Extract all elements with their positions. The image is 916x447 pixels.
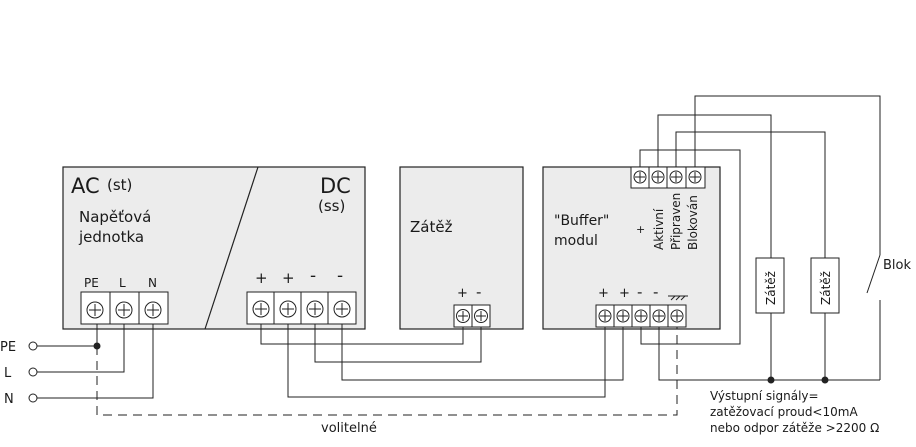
mains-label-l: L: [4, 366, 12, 381]
note-line3: nebo odpor zátěže >2200 Ω: [710, 421, 879, 435]
screw-terminal-icon: [115, 301, 133, 319]
ac-dc-divider: [204, 166, 259, 330]
screw-terminal-icon: [670, 309, 684, 323]
screw-terminal-icon: [598, 309, 612, 323]
buffer-plus-mark: +: [636, 223, 645, 236]
optional-label: volitelné: [321, 421, 377, 436]
psu-input-label-pe: PE: [84, 276, 99, 290]
note-line2: zatěžovací proud<10mA: [710, 405, 858, 419]
screw-terminal-icon: [652, 309, 666, 323]
screw-terminal-icon: [86, 301, 104, 319]
ac-label: AC: [71, 174, 100, 198]
buffer-terminal-label-1: +: [598, 286, 609, 301]
load-unit: Zátěž + -: [399, 166, 524, 330]
psu-output-label-1: +: [255, 269, 268, 287]
load-terminal-label-plus: +: [457, 286, 468, 301]
buffer-terminal-label-4: -: [653, 283, 658, 301]
psu-title-line1: Napěťová: [79, 208, 151, 226]
buffer-title-line1: "Buffer": [554, 213, 609, 229]
buffer-module: "Buffer" modul + Aktivní Připraven Bloko…: [542, 166, 721, 330]
buffer-terminal-label-3: -: [637, 283, 642, 301]
screw-terminal-icon: [669, 170, 683, 184]
ground-icon: [668, 295, 688, 301]
signal-label-blocked: Blokován: [686, 195, 700, 250]
psu-input-label-l: L: [119, 276, 126, 290]
screw-terminal-icon: [634, 309, 648, 323]
psu-output-label-4: -: [337, 266, 343, 286]
psu-output-label-3: -: [310, 266, 316, 286]
load-terminal-label-minus: -: [476, 283, 481, 301]
signal-label-active: Aktivní: [652, 208, 666, 250]
screw-terminal-icon: [651, 170, 665, 184]
screw-terminal-icon: [144, 301, 162, 319]
junction-dot: [821, 376, 829, 384]
note-line1: Výstupní signály=: [710, 389, 819, 403]
screw-terminal-icon: [333, 300, 351, 318]
dc-label: DC: [320, 174, 351, 198]
screw-terminal-icon: [279, 300, 297, 318]
block-switch: [866, 254, 881, 294]
screw-terminal-icon: [456, 309, 470, 323]
mains-label-pe: PE: [0, 340, 16, 355]
load-title: Zátěž: [410, 218, 453, 236]
junction-dot: [767, 376, 775, 384]
screw-terminal-icon: [306, 300, 324, 318]
signal-load-1-label: Zátěž: [764, 271, 778, 305]
signal-load-2: Zátěž: [810, 257, 840, 314]
psu-input-label-n: N: [148, 276, 157, 290]
mains-inputs: PE L N: [0, 340, 38, 407]
psu-title-line2: jednotka: [78, 228, 144, 246]
dc-sub-label: (ss): [318, 197, 345, 215]
screw-terminal-icon: [688, 170, 702, 184]
mains-label-n: N: [4, 392, 14, 407]
mains-n-terminal: [28, 393, 38, 403]
power-supply-unit: AC (st) DC (ss) Napěťová jednotka PE L N…: [62, 166, 366, 330]
screw-terminal-icon: [252, 300, 270, 318]
screw-terminal-icon: [633, 170, 647, 184]
signal-load-1: Zátěž: [755, 257, 785, 314]
block-label: Blok: [883, 258, 911, 273]
signal-load-2-label: Zátěž: [819, 271, 833, 305]
psu-output-label-2: +: [282, 269, 295, 287]
screw-terminal-icon: [474, 309, 488, 323]
buffer-terminal-label-2: +: [619, 286, 630, 301]
wiring: [37, 95, 881, 416]
screw-terminal-icon: [616, 309, 630, 323]
buffer-title-line2: modul: [554, 233, 598, 249]
mains-l-terminal: [28, 367, 38, 377]
signal-label-ready: Připraven: [669, 193, 683, 250]
mains-pe-terminal: [28, 341, 38, 351]
ac-sub-label: (st): [107, 176, 132, 194]
